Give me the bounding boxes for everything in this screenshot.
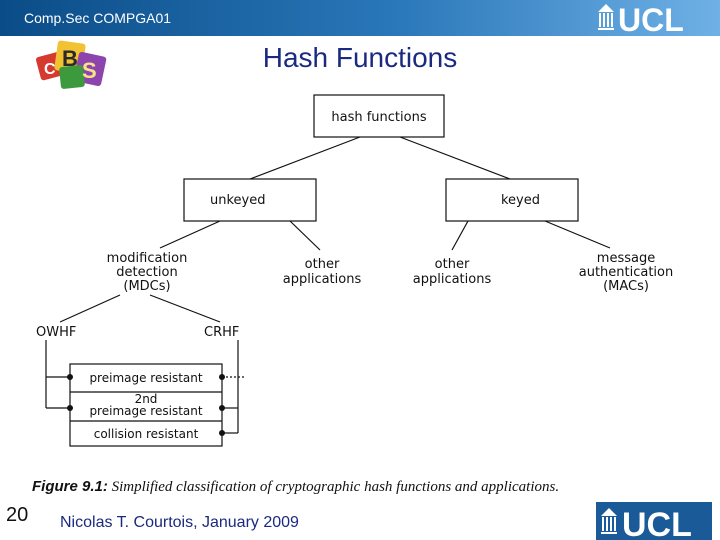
label-2nd-b: preimage resistant — [89, 404, 202, 418]
label-preimage: preimage resistant — [89, 371, 202, 385]
label-owhf: OWHF — [36, 325, 76, 340]
ucl-logo: UCL — [594, 0, 704, 36]
bcs-letters-logo-icon: B S C — [36, 36, 110, 94]
label-other-left-1: other — [305, 257, 340, 272]
course-label: Comp.Sec COMPGA01 — [24, 10, 172, 26]
svg-text:B: B — [62, 46, 78, 71]
ucl-portico-icon — [598, 4, 614, 30]
caption-label: Figure 9.1: — [32, 478, 108, 495]
label-hash-functions: hash functions — [331, 110, 426, 125]
label-mac-2: authentication — [579, 265, 674, 280]
label-other-right-1: other — [435, 257, 470, 272]
slide-title: Hash Functions — [262, 42, 458, 73]
svg-text:S: S — [82, 58, 97, 83]
caption-text: Simplified classification of cryptograph… — [111, 479, 560, 495]
properties-box — [69, 363, 223, 447]
figure-caption: Figure 9.1: Simplified classification of… — [32, 478, 559, 496]
label-collision: collision resistant — [94, 427, 199, 441]
label-mac-3: (MACs) — [603, 279, 649, 294]
slide-number: 20 — [6, 504, 29, 526]
svg-text:C: C — [44, 61, 56, 78]
label-keyed: keyed — [501, 193, 540, 208]
ucl-portico-footer-icon — [601, 508, 617, 534]
hash-classification-diagram: hash functions unkeyed keyed modificatio… — [0, 90, 720, 500]
node-unkeyed — [183, 178, 317, 222]
ucl-logo-footer: UCL — [596, 502, 712, 540]
author-footer: Nicolas T. Courtois, January 2009 — [60, 514, 299, 531]
label-mac-1: message — [597, 251, 655, 266]
node-hash-functions — [313, 94, 445, 138]
label-unkeyed: unkeyed — [210, 193, 266, 208]
label-other-left-2: applications — [283, 272, 362, 287]
label-other-right-2: applications — [413, 272, 492, 287]
ucl-logo-text: UCL — [618, 2, 684, 36]
label-mdc-2: detection — [116, 265, 177, 280]
header-bar: Comp.Sec COMPGA01 UCL — [0, 0, 720, 36]
label-mdc-3: (MDCs) — [123, 279, 170, 294]
label-crhf: CRHF — [204, 325, 239, 340]
ucl-footer-text: UCL — [622, 506, 692, 540]
node-keyed — [445, 178, 579, 222]
label-mdc-1: modification — [107, 251, 188, 266]
label-2nd-a: 2nd — [135, 392, 158, 406]
